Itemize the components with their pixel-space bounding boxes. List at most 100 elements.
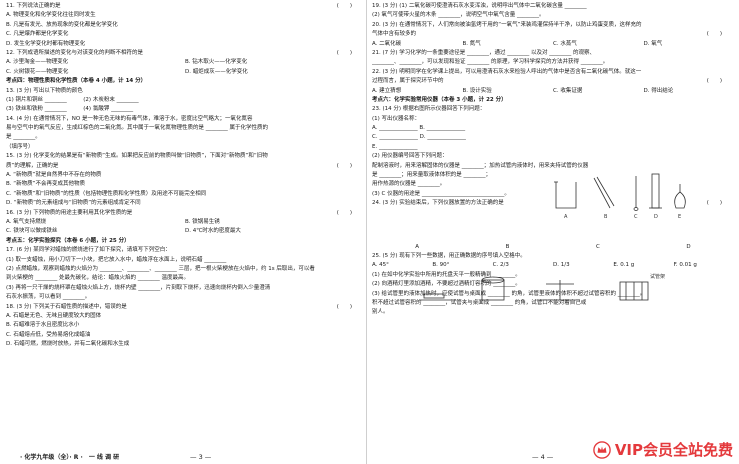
question-line: (3) 给试管里的液体加热时，应使试管与桌面成 ________ 的角，试管里液… [372,290,734,299]
question-line: A. 物理变化和化学变化往往同时发生 [6,11,364,20]
question-line: 别人。 [372,308,734,317]
question-line: A. “新物质”就是自然界中不存在的物质 [6,171,364,180]
answer-option: D. 氧气 [643,40,663,47]
question-line: 到火柴梗的 ________ 处最先碳化，结论：蜡烛火焰的 ________ 温… [6,274,364,283]
question-line: ( ) 18. (3 分) 下列关于石蜡性质的描述中，错误的是 [6,303,364,312]
line-text: D. 发生化学变化时都有物理变化 [6,40,86,47]
line-text: 13. (3 分) 写出以下物质的颜色 [6,87,83,94]
line-text: C. ______________ D. ______________ [372,134,466,141]
question-line: C. ______________ D. ______________ [372,133,734,142]
question-line: (2) 向酒精灯里添加酒精，不要超过酒精灯容积的 ________。 [372,280,734,289]
page-divider [366,0,367,464]
question-line: B. 石蜡难溶于水且密度比水小 [6,321,364,330]
question-line: 积不超过试管容积的 ________，试管夹与桌面成 ________ 的角，试… [372,299,734,308]
line-text: (2) 向酒精灯里添加酒精，不要超过酒精灯容积的 ________。 [372,281,521,288]
line-text: B. 石蜡难溶于水且密度比水小 [6,322,80,329]
q23-instrument-figure: A B C D E [554,173,686,220]
question-line: (3) 铁丝和铁粉 ________ (4) 氯酸钾 ________ [6,105,364,114]
line-text: A. “新物质”就是自然界中不存在的物质 [6,172,102,179]
answer-bracket: ( ) [336,162,352,169]
line-text: 积不超过试管容积的 ________，试管夹与桌面成 ________ 的角，试… [372,299,587,306]
section-heading: 考点六：化学实验常用仪器（本卷 3 小题，计 22 分） [372,96,734,105]
page-number-3: — 3 — [190,453,212,461]
answer-option: B. 钻木取火——化学变化 [185,59,248,66]
answer-option: A. 45° [372,262,389,269]
answer-option: E. 0.1 g [613,262,635,269]
fig-label-e: E [678,214,681,220]
question-line: E. ______________ [372,143,734,152]
line-text: 22. (3 分) 明明同学在化学课上提出，可以用澄清石灰水来检验人呼出的气体中… [372,68,642,75]
figure-option-label: C [595,243,600,250]
answer-option: C. 收集证据 [553,87,583,94]
question-line: 用作热源的仪器是 ________。 [372,180,734,189]
answer-bracket: ( ) [336,3,352,9]
answer-option: A. 沙里淘金——物理变化 [6,59,69,66]
question-line: 21. (7 分) 学习化学的一条重要途径是 ________，通过 _____… [372,49,734,58]
answer-bracket: ( ) [336,49,352,56]
line-text: 考点四：物理性质和化学性质（本卷 4 小题，计 14 分） [6,78,147,85]
question-line: C. 凡是爆炸都是化学变化 [6,30,364,39]
fig-label-a: A [564,214,568,220]
answer-bracket: ( ) [336,303,352,310]
line-text: (2) 点燃蜡烛，观察到蜡烛的火焰分为 ________、________、__… [6,265,315,272]
answer-option: B. 氮气 [462,40,481,47]
answer-option: B. 铁锅易生锈 [185,218,220,225]
line-text: 16. (3 分) 下列物质的用途主要利用其化学性质的是 [6,209,133,216]
question-line: C. 石蜡熔点低，受热易熔化成蜡油 [6,331,364,340]
question-line: (2) 氧气可使带火星的木条 ________，说明空气中氧气含量 ______… [372,11,734,20]
line-text: C. 凡是爆炸都是化学变化 [6,31,69,38]
answer-bracket: ( ) [706,78,722,85]
page-number-4: — 4 — [532,453,554,461]
answer-option: A. 二氧化碳 [372,40,402,47]
line-text: C. 石蜡熔点低，受热易熔化成蜡油 [6,331,91,338]
question-line: 19. (3 分) (1) 二氧化碳可使澄清石灰水变浑浊，说明呼出气体中二氧化碳… [372,2,734,11]
line-text: 是 ________。 [6,134,41,141]
line-text: 过程而言，属于探究环节中的 [372,78,444,85]
answer-option: D. 蜡炬成灰——化学变化 [185,68,248,75]
question-line: ( ) 过程而言，属于探究环节中的 [372,77,734,86]
line-text: 气体中含有较多的 [372,31,417,38]
answer-bracket: ( ) [336,209,352,216]
question-line: 13. (3 分) 写出以下物质的颜色 [6,87,364,96]
question-line: ( )11. 下列说法正确的是 [6,2,364,11]
answer-bracket: ( ) [706,31,722,38]
line-text: 17. (6 分) 某同学对蜡烛的燃烧进行了如下探究，请填写下列空白： [6,247,171,254]
figure-option-labels: A B C D [372,243,734,252]
figure-option-label: B [505,243,510,250]
line-text: D. 石蜡可燃，燃烧时放热，并有二氧化碳和水生成 [6,341,130,348]
vip-watermark[interactable]: VIP会员全站免费 [593,439,733,460]
line-text: 15. (3 分) 化学变化的结果是有“新物质”生成。如果把反应前的物质叫做“旧… [6,153,268,160]
line-text: (2) 用仪器编号回答下列问题： [372,153,448,160]
line-text: 配制溶液时，用来溶解固体的仪器是 ________；加热试管内液体时，用来夹持试… [372,162,589,169]
question-line: 是 ________。 [6,133,364,142]
question-line: A. 石蜡是无色、无味且硬度较大的固体 [6,312,364,321]
question-line: (3) 再将一只干燥的烧杯罩在蜡烛火焰上方，烧杯内壁 ________，片刻取下… [6,284,364,293]
line-text: D. “新物质”的元素组成与“旧物质”的元素组成肯定不同 [6,200,141,207]
q24-placement-figure: 试管架 [420,273,665,301]
line-text: ________、________，可以发现和验证 ________ 的原理，学… [372,59,609,66]
line-text: A. 石蜡是无色、无味且硬度较大的固体 [6,312,102,319]
crown-icon [593,440,611,459]
line-text: A. 物理变化和化学变化往往同时发生 [6,12,96,19]
figure-option-label: A [415,243,420,250]
fig-label-c: C [634,214,638,220]
figure-option-label: D [686,243,691,250]
left-footer: · 化学九年级（全）· R · 一 线 调 研 [20,452,119,461]
question-line: (1) 写出仪器名称： [372,115,734,124]
line-text: (1) 写出仪器名称： [372,115,421,122]
question-line: B. 凡是有发光、放热现象的变化都是化学变化 [6,21,364,30]
question-line: (3) C 仪器的用途是 ___________________________… [372,190,734,199]
rack-caption: 试管架 [650,273,665,280]
line-text: 20. (3 分) 在通常情况下，人们常向被油氢烤干用的“一氧气”来装鸡灌保持半… [372,21,642,28]
answer-option: A. 建立猜想 [372,87,402,94]
question-line: 25. (5 分) 现有下列一些数据，用正确数据的序号填入空格中。 [372,252,734,261]
line-text: 18. (3 分) 下列关于石蜡性质的描述中，错误的是 [6,303,127,310]
question-line: 22. (3 分) 明明同学在化学课上提出，可以用澄清石灰水来检验人呼出的气体中… [372,68,734,77]
question-line: ( ) 气体中含有较多的 [372,30,734,39]
line-text: (1) 取一支蜡烛，用小刀切下一小块，把它放入水中，蜡烛浮在水面上，说明石蜡 _… [6,256,227,263]
fig-label-d: D [654,214,658,220]
